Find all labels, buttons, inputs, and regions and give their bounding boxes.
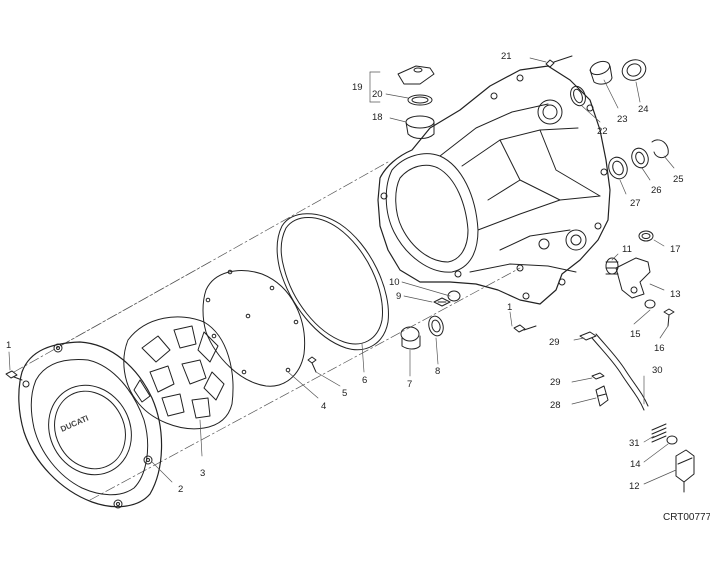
- oil-pipe: [591, 333, 649, 411]
- label-part-28: 28: [550, 400, 561, 411]
- label-part-25: 25: [673, 174, 684, 185]
- o-ring: [276, 213, 389, 351]
- clutch-cover: DUCATI: [18, 341, 163, 509]
- label-part-15: 15: [630, 329, 641, 340]
- spring-31: [651, 423, 667, 443]
- washer-26: [631, 147, 649, 169]
- label-part-30: 30: [652, 365, 663, 376]
- label-part-9: 9: [396, 291, 401, 302]
- label-part-1-left: 1: [6, 340, 11, 351]
- part-labels: 1 2 3 4 5 6 7 8 9 10 1 11 12 13 14 15 16…: [6, 51, 684, 495]
- plug-9: [433, 297, 451, 307]
- circlip-25: [651, 139, 669, 159]
- engine-case-housing: [377, 65, 611, 305]
- ring-8: [428, 315, 444, 337]
- flange-fitting-13: [615, 257, 651, 299]
- plug-7: [400, 326, 421, 350]
- bolt-21: [545, 55, 573, 68]
- label-part-1-middle: 1: [507, 302, 512, 313]
- label-part-7: 7: [407, 379, 412, 390]
- sender-12: [675, 449, 695, 493]
- label-part-19: 19: [352, 82, 363, 93]
- label-part-26: 26: [651, 185, 662, 196]
- leader-lines: [8, 57, 677, 485]
- fitting-28: [595, 385, 609, 407]
- label-part-3: 3: [200, 468, 205, 479]
- label-part-23: 23: [617, 114, 628, 125]
- label-part-2: 2: [178, 484, 183, 495]
- banjo-bolt-29-lower: [591, 372, 605, 380]
- assembly-axis-lines: [13, 161, 521, 501]
- filler-neck: [405, 115, 435, 139]
- label-part-5: 5: [342, 388, 347, 399]
- label-part-12: 12: [629, 481, 640, 492]
- fitting-11: [605, 257, 619, 275]
- label-part-10: 10: [389, 277, 400, 288]
- label-part-13: 13: [670, 289, 681, 300]
- label-part-17: 17: [670, 244, 681, 255]
- label-part-27: 27: [630, 198, 641, 209]
- label-part-6: 6: [362, 375, 367, 386]
- reference-code: CRT00777: [663, 512, 710, 523]
- label-part-24: 24: [638, 104, 649, 115]
- bolt-left: [5, 370, 23, 381]
- washer-15: [644, 299, 656, 309]
- label-part-20: 20: [372, 89, 383, 100]
- label-part-16: 16: [654, 343, 665, 354]
- clutch-plate: [123, 316, 234, 430]
- label-part-29-lower: 29: [550, 377, 561, 388]
- label-part-11: 11: [622, 244, 632, 255]
- cap-seal-ring: [407, 94, 433, 106]
- label-part-14: 14: [630, 459, 641, 470]
- bushing-23: [589, 60, 613, 85]
- brand-mark: DUCATI: [59, 414, 90, 434]
- bolt-middle: [513, 324, 537, 333]
- label-part-22: 22: [597, 126, 608, 137]
- seal-17: [638, 230, 654, 242]
- label-part-21: 21: [501, 51, 512, 62]
- seal-24: [621, 59, 647, 81]
- bolt-16: [663, 308, 675, 327]
- washer-14: [666, 435, 678, 445]
- label-part-4: 4: [321, 401, 326, 412]
- banjo-bolt-29: [579, 331, 597, 341]
- screw: [307, 356, 317, 373]
- label-part-18: 18: [372, 112, 383, 123]
- washer-10: [447, 290, 461, 302]
- label-part-31: 31: [629, 438, 640, 449]
- label-part-29-upper: 29: [549, 337, 560, 348]
- washer-27: [608, 156, 628, 180]
- label-part-8: 8: [435, 366, 440, 377]
- oil-filler-cap: [397, 65, 435, 85]
- ring-22: [570, 85, 586, 107]
- gasket: [202, 269, 306, 387]
